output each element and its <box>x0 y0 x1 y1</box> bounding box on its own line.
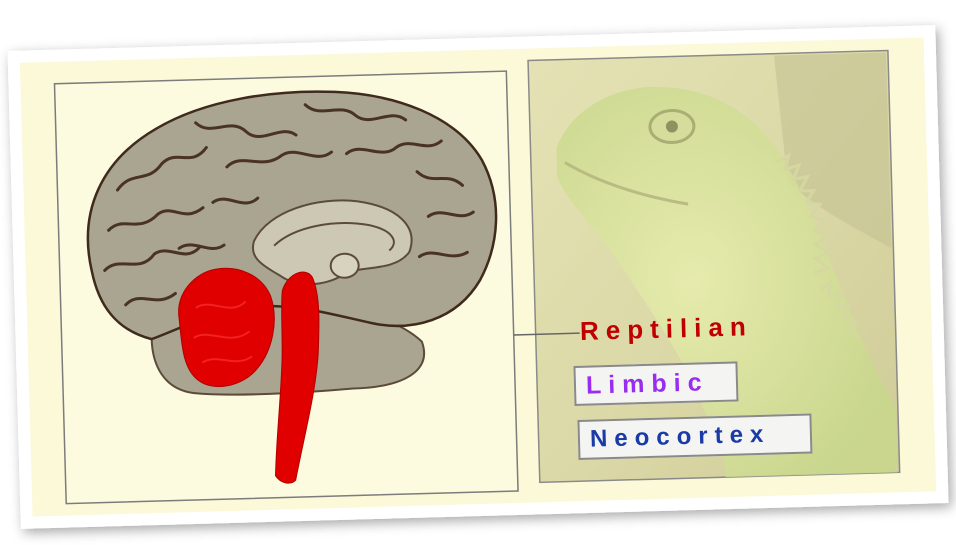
label-limbic-text: Limbic <box>586 368 709 400</box>
label-reptilian: Reptilian <box>580 311 754 347</box>
label-limbic: Limbic <box>573 361 738 406</box>
label-neocortex-text: Neocortex <box>590 421 771 454</box>
label-neocortex: Neocortex <box>577 413 812 460</box>
